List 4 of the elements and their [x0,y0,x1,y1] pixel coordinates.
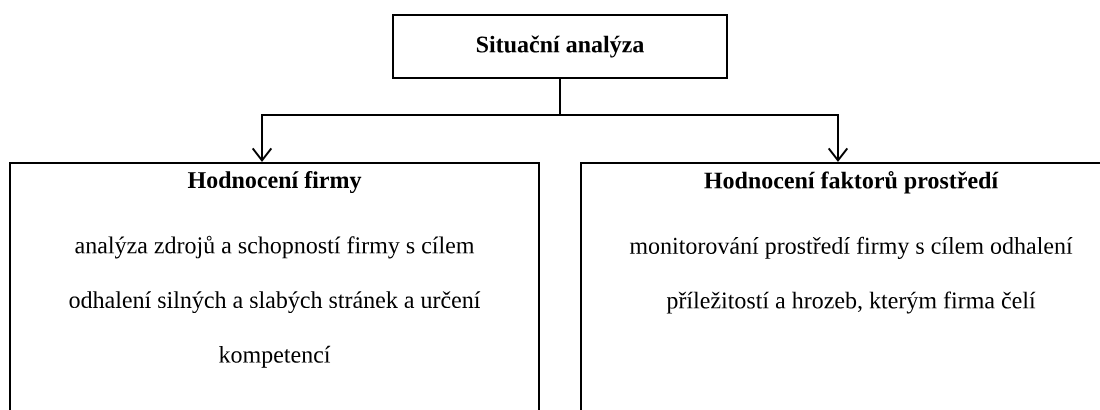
arrow [559,78,849,162]
content-box: Hodnocení firmy analýza zdrojů a schopností firmy s cílem odhalení silných a slabých stránek a určení kompetencí [9,162,540,410]
content-box: Hodnocení faktorů prostředí monitorování prostředí firmy s cílem odhalení příležitostí a hrozeb, kterým firma čelí [580,162,1100,410]
title-box: Situační analýza [392,14,728,79]
